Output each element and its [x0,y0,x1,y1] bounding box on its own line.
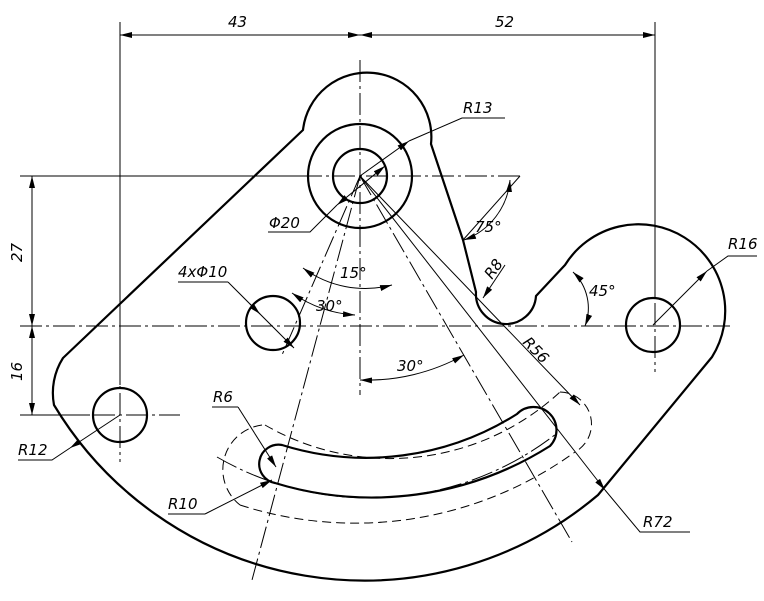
dim-r16: R16 [728,235,758,253]
dim-r8: R8 [481,256,507,283]
dim-30deg-lower: 30° [397,357,424,375]
hole-left [91,386,149,444]
dim-r12: R12 [18,441,48,459]
hidden-slot-end [222,424,263,506]
arc-slot [258,405,558,499]
dim-16: 16 [8,362,26,381]
boss-outer-circle [306,122,414,230]
dim-43: 43 [228,13,247,31]
radial-line-right [359,175,573,543]
slot-center-arc [216,433,557,499]
dim-4x-phi10: 4xΦ10 [178,263,227,281]
dim-phi20: Φ20 [269,214,300,232]
dim-52: 52 [495,13,514,31]
hole-middle-left [244,294,302,352]
dim-27: 27 [8,242,26,262]
radial-line-left [251,175,361,581]
part-outline [51,71,727,582]
dimension-lines [18,22,757,533]
dim-r10: R10 [168,495,198,513]
hidden-slot-end-right [559,391,592,453]
dim-r6: R6 [213,388,233,406]
dim-r13: R13 [463,99,493,117]
dim-75deg: 75° [475,218,502,236]
hidden-arc-outer [239,451,576,524]
dim-r72: R72 [643,513,673,531]
outer-contour [51,71,727,582]
dim-30deg-upper: 30° [316,297,343,315]
center-lines [20,60,730,581]
hidden-arc-inner [264,391,561,460]
dim-45deg: 45° [589,282,616,300]
dim-15deg: 15° [340,264,367,282]
dim-r56: R56 [519,333,552,367]
hole-right [624,296,682,354]
hidden-lines [222,391,592,524]
